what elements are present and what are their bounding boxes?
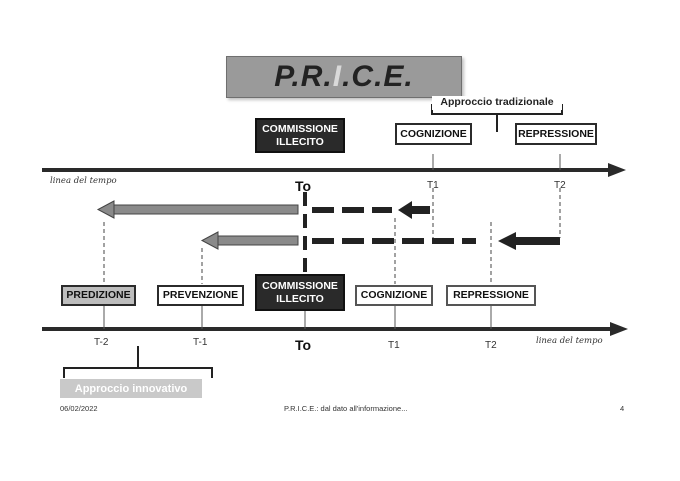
lower-dark-arrow-head [498,232,516,250]
innovative-bracket [63,367,213,378]
bottom-box-predizione: PREDIZIONE [61,285,136,306]
top-tick-t1: T1 [427,180,439,191]
bottom-timeline-label: linea del tempo [536,336,603,346]
traditional-approach-label: Approccio tradizionale [432,96,562,110]
grey-arrow-short-head [200,231,219,250]
footer-page-number: 4 [620,404,625,413]
bottom-tick-label-t0: To [295,337,312,353]
bottom-tick-label-tm2: T-2 [94,337,109,348]
top-box-repressione: REPRESSIONE [515,123,597,145]
grey-arrow-long-shaft [111,204,299,215]
top-tick-t2: T2 [554,180,566,191]
bottom-box-prevenzione: PREVENZIONE [157,285,244,306]
bottom-tick-label-t2: T2 [485,340,497,351]
bottom-box-repressione: REPRESSIONE [446,285,536,306]
footer-date: 06/02/2022 [60,404,98,413]
innovative-approach-label: Approccio innovativo [60,379,202,398]
footer-caption: P.R.I.C.E.: dal dato all'informazione... [284,404,408,413]
grey-arrow-short-shaft [215,235,299,246]
top-timeline-arrowhead [608,163,626,177]
title-banner: P.R.I.C.E. [226,56,462,98]
bottom-box-cognizione: COGNIZIONE [355,285,433,306]
lower-dark-arrow-shaft [514,237,560,245]
title-text: P.R.I.C.E. [274,60,414,94]
upper-dark-arrow-head [398,201,412,219]
bottom-tick-label-t1: T1 [388,340,400,351]
title-part-3: .C.E. [342,60,414,93]
title-part-2: I [332,60,343,93]
top-tick-t0: To [295,178,312,194]
bottom-box-commissione-illecito: COMMISSIONE ILLECITO [255,274,345,311]
bottom-tick-label-tm1: T-1 [193,337,208,348]
upper-dark-arrow-shaft [410,206,430,214]
grey-arrow-long-head [96,200,115,219]
top-box-cognizione: COGNIZIONE [395,123,472,145]
bottom-timeline-arrowhead [610,322,628,336]
top-box-commissione-illecito: COMMISSIONE ILLECITO [255,118,345,153]
top-timeline-label: linea del tempo [50,176,117,186]
title-part-1: P.R. [274,60,333,93]
